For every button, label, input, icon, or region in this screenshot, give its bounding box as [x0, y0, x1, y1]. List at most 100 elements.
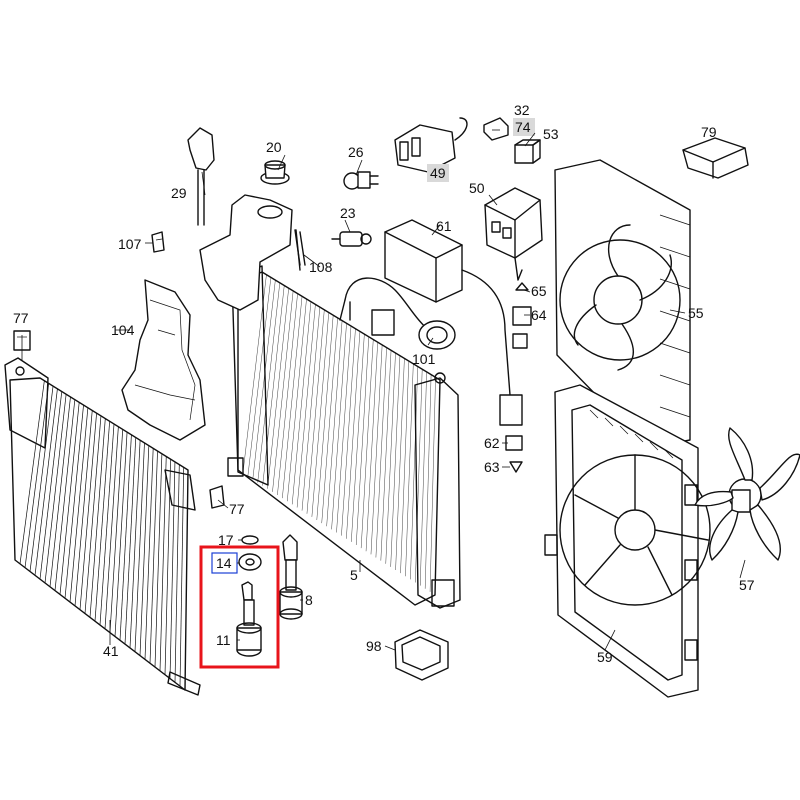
- hatch-line: [360, 339, 374, 549]
- hatch-line: [84, 415, 102, 614]
- label-53: 53: [543, 126, 559, 142]
- label-104: 104: [111, 322, 135, 338]
- hatch-line: [169, 461, 176, 679]
- hatch-line: [39, 391, 63, 580]
- label-98: 98: [366, 638, 382, 654]
- label-41: 41: [103, 643, 119, 659]
- hatch-line: [252, 280, 276, 480]
- hatch-line: [267, 288, 289, 489]
- hatch-line: [277, 293, 298, 496]
- hatch-line: [104, 426, 119, 629]
- hatch-line: [272, 290, 294, 492]
- hatch-line: [415, 369, 423, 583]
- label-49: 49: [430, 165, 446, 181]
- hatch-line: [634, 433, 644, 443]
- label-62: 62: [484, 435, 500, 451]
- air-guide: [121, 279, 206, 441]
- hatch-line: [659, 246, 691, 258]
- shaded-label-bg-49: [427, 164, 449, 182]
- label-79: 79: [701, 124, 717, 140]
- hatch-line: [119, 434, 132, 641]
- label-17: 17: [218, 532, 234, 548]
- hatch-line: [19, 380, 45, 564]
- hatch-line: [326, 320, 343, 527]
- connector-49: [394, 117, 468, 173]
- hatch-line: [79, 413, 97, 610]
- hatch-line: [287, 298, 307, 502]
- sensor-29: [187, 127, 215, 226]
- hatch-line: [405, 363, 414, 577]
- label-29: 29: [171, 185, 187, 201]
- hatch-line: [619, 425, 629, 435]
- hatch-line: [257, 282, 280, 483]
- hatch-line: [659, 342, 691, 354]
- parts-62-63: [505, 435, 523, 473]
- label-64: 64: [531, 307, 547, 323]
- label-5: 5: [350, 567, 358, 583]
- hatch-line: [144, 448, 154, 660]
- cover-98: [394, 629, 449, 681]
- hatch-line: [385, 352, 396, 564]
- radiator: [199, 194, 461, 609]
- hatch-line: [64, 405, 84, 599]
- parts-65-64: [512, 282, 532, 349]
- shaded-label-bg-74: [513, 118, 535, 136]
- hatch-line: [659, 214, 691, 226]
- hatch-line: [262, 285, 285, 486]
- hatch-line: [291, 301, 312, 505]
- relay-box-50: [484, 187, 543, 281]
- label-50: 50: [469, 180, 485, 196]
- hatch-line: [94, 421, 110, 622]
- label-74: 74: [515, 119, 531, 135]
- hatch-line: [321, 317, 338, 524]
- selection-highlight-box: [199, 545, 280, 669]
- hatch-line: [247, 277, 272, 477]
- hatch-line: [74, 410, 93, 606]
- hatch-line: [149, 451, 158, 664]
- label-20: 20: [266, 139, 282, 155]
- hatch-line: [365, 342, 378, 552]
- hatch-line: [589, 409, 599, 419]
- relay-53: [514, 139, 541, 164]
- fan-57: [694, 427, 800, 561]
- grommet-101: [418, 320, 456, 350]
- label-77-lower: 77: [229, 501, 245, 517]
- hatch-line: [124, 437, 137, 645]
- hatch-line: [390, 355, 401, 567]
- hatch-line: [410, 366, 418, 580]
- hatch-line: [114, 432, 128, 637]
- hatch-line: [174, 464, 180, 683]
- drain-plug-11: [236, 581, 262, 657]
- hatch-line: [89, 418, 106, 618]
- hatch-line: [24, 383, 50, 568]
- hatch-line: [134, 442, 145, 652]
- label-14: 14: [216, 555, 232, 571]
- hatch-line: [659, 374, 691, 386]
- hatch-line: [424, 374, 432, 589]
- hatch-line: [29, 386, 54, 572]
- hatch-line: [109, 429, 124, 633]
- clip-107: [151, 231, 165, 253]
- hatch-line: [346, 331, 361, 539]
- hatch-line: [336, 325, 352, 533]
- drain-plug-8: [279, 534, 303, 620]
- hatch-line: [649, 441, 659, 451]
- hatch-line: [159, 456, 167, 671]
- fan-shroud-59: [544, 384, 711, 698]
- hatch-line: [316, 315, 334, 521]
- label-77-upper: 77: [13, 310, 29, 326]
- hatch-line: [604, 417, 614, 427]
- bracket-77-lower: [209, 485, 225, 509]
- label-8: 8: [305, 592, 313, 608]
- control-unit-61: [339, 219, 523, 426]
- hatch-line: [395, 358, 405, 571]
- condenser: [4, 357, 201, 696]
- hatch-line: [380, 350, 392, 561]
- seal-17: [241, 535, 259, 545]
- hatch-line: [400, 361, 410, 574]
- hatch-line: [420, 371, 427, 586]
- label-11: 11: [216, 632, 231, 648]
- label-63: 63: [484, 459, 500, 475]
- label-55: 55: [688, 305, 704, 321]
